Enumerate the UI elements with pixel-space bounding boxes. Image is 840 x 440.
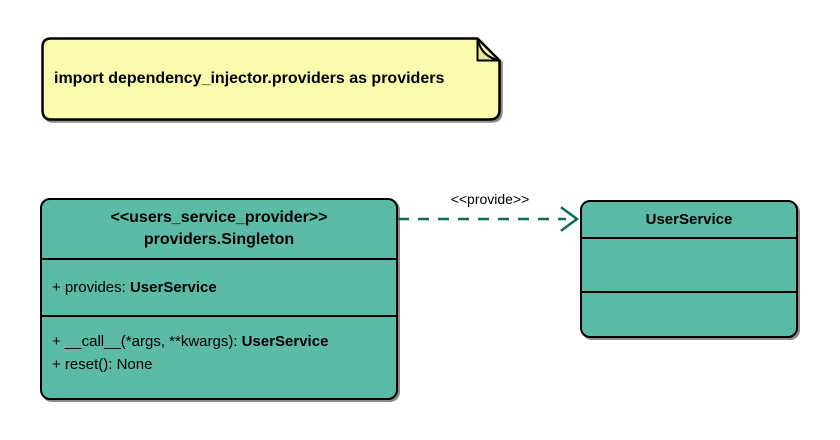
arrowhead-icon <box>560 206 580 232</box>
class-attributes-empty <box>582 239 796 293</box>
edge-label: <<provide>> <box>450 191 530 207</box>
note-shape <box>41 37 501 121</box>
attribute-provides: + provides: UserService <box>52 279 217 296</box>
class-attributes: + provides: UserService <box>42 260 396 317</box>
class-methods: + __call__(*args, **kwargs): UserService… <box>42 317 396 398</box>
method-call: + __call__(*args, **kwargs): UserService <box>52 333 329 350</box>
class-name: UserService <box>582 202 796 239</box>
class-stereotype: <<users_service_provider>> <box>110 209 328 226</box>
class-userservice: UserService <box>580 200 798 338</box>
import-note: import dependency_injector.providers as … <box>41 37 501 121</box>
method-reset: + reset(): None <box>52 356 153 373</box>
class-methods-empty <box>582 293 796 336</box>
note-fold-corner-icon <box>476 37 501 62</box>
class-name: providers.Singleton <box>143 231 295 248</box>
class-providers-singleton: <<users_service_provider>> providers.Sin… <box>40 198 398 400</box>
provide-edge <box>398 206 580 232</box>
class-header: <<users_service_provider>> providers.Sin… <box>42 200 396 260</box>
note-text: import dependency_injector.providers as … <box>54 70 445 87</box>
